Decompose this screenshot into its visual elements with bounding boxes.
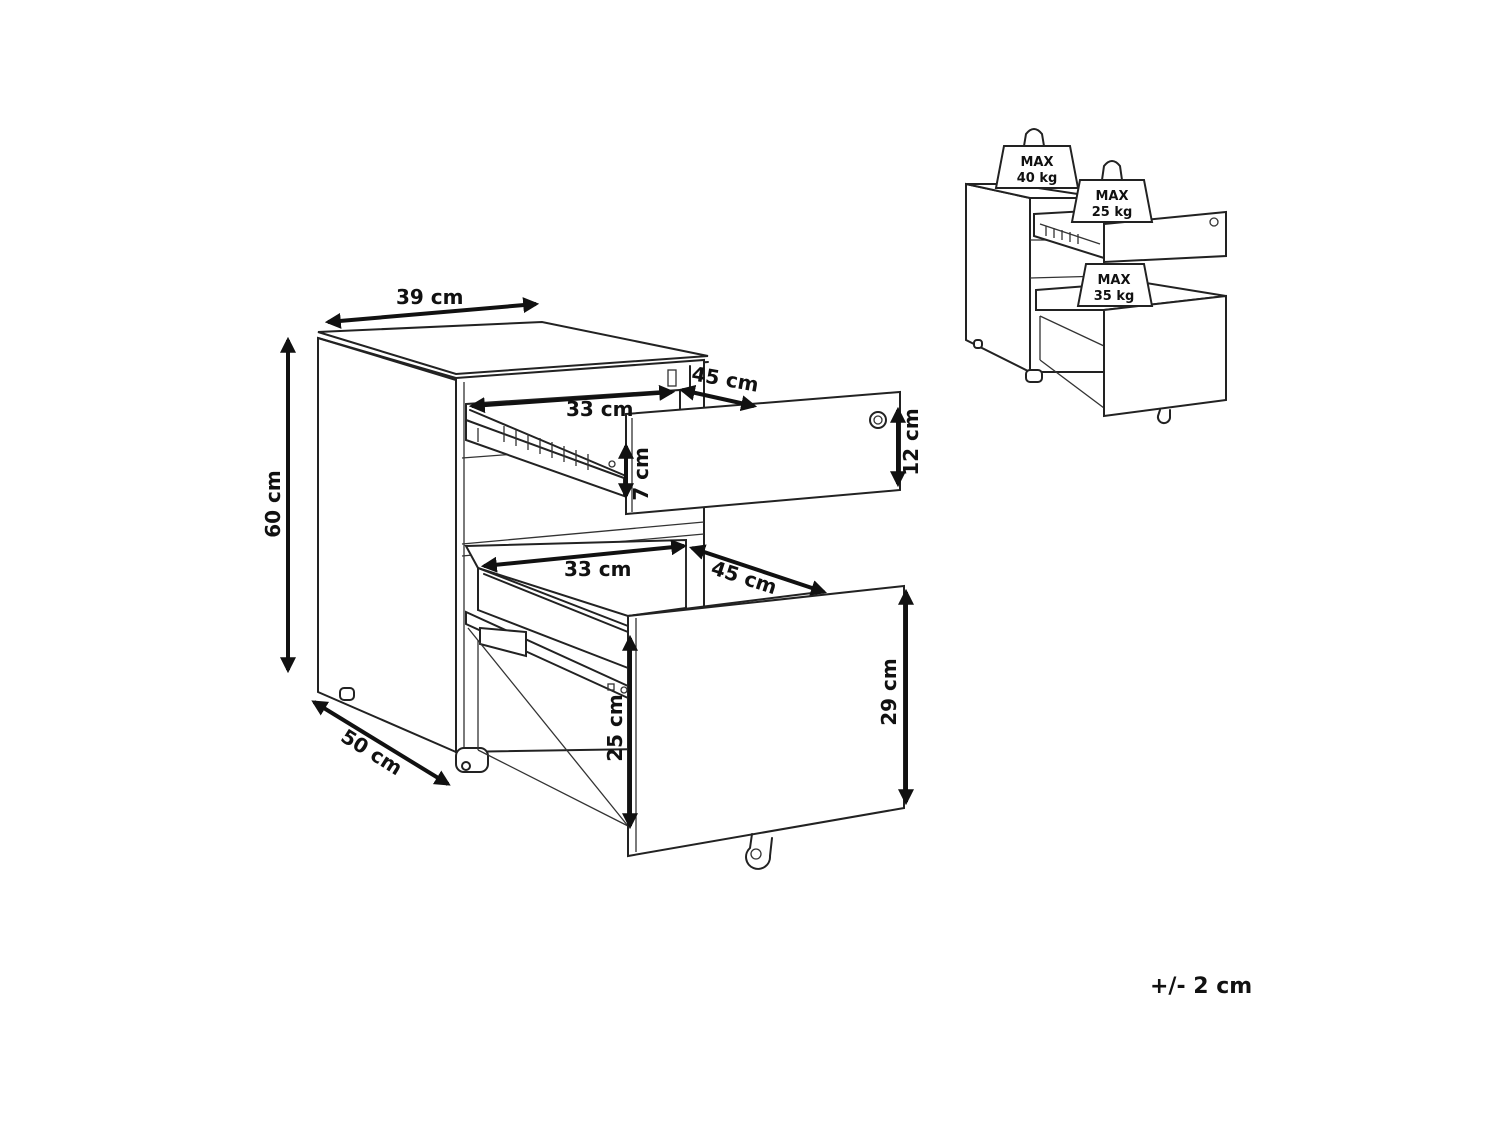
dimension-lines xyxy=(280,297,914,830)
weight-icon-top-drawer: MAX 25 kg xyxy=(1070,160,1154,223)
dim-line-top-drawer-depth xyxy=(678,384,758,412)
label-top-width: 39 cm xyxy=(396,285,464,309)
top-drawer xyxy=(465,365,901,516)
caster-front xyxy=(455,747,489,773)
label-bottom-drawer-inner: 25 cm xyxy=(603,694,627,762)
svg-text:MAX: MAX xyxy=(1097,273,1130,288)
label-top-drawer-width: 33 cm xyxy=(566,397,634,421)
lock-icon xyxy=(869,411,887,429)
mini-bottom-drawer-front xyxy=(1103,294,1227,418)
dim-line-bottom-drawer-depth xyxy=(688,544,828,596)
load-diagram: MAX 40 kg MAX 25 kg MAX 35 kg xyxy=(965,128,1227,425)
svg-text:25 kg: 25 kg xyxy=(1092,205,1133,220)
weight-icon-top: MAX 40 kg xyxy=(994,128,1080,189)
label-top-drawer-front: 12 cm xyxy=(899,408,923,476)
weight-icon-bottom-drawer: MAX 35 kg xyxy=(1076,263,1154,307)
mini-top-drawer-front xyxy=(1103,210,1227,264)
label-top-drawer-inner: 7 cm xyxy=(629,447,653,501)
label-depth: 50 cm xyxy=(337,724,407,780)
svg-text:MAX: MAX xyxy=(1020,155,1053,170)
dim-line-depth xyxy=(311,700,451,786)
bottom-drawer-front xyxy=(627,584,905,858)
dim-line-top-width xyxy=(324,297,540,329)
dim-line-bottom-drawer-width xyxy=(480,539,688,573)
caster-drawer xyxy=(745,833,773,870)
label-height: 60 cm xyxy=(261,470,285,538)
dim-line-top-drawer-width xyxy=(468,384,676,414)
svg-text:40 kg: 40 kg xyxy=(1017,171,1058,186)
caster-left xyxy=(339,687,355,701)
svg-text:35 kg: 35 kg xyxy=(1094,289,1135,304)
label-bottom-drawer-width: 33 cm xyxy=(564,557,632,581)
top-drawer-front xyxy=(625,390,901,516)
label-bottom-drawer-depth: 45 cm xyxy=(708,556,780,600)
cabinet-side-panel xyxy=(317,336,457,754)
tolerance-note: +/- 2 cm xyxy=(1150,974,1253,999)
label-bottom-drawer-front: 29 cm xyxy=(877,658,901,726)
svg-text:MAX: MAX xyxy=(1095,189,1128,204)
